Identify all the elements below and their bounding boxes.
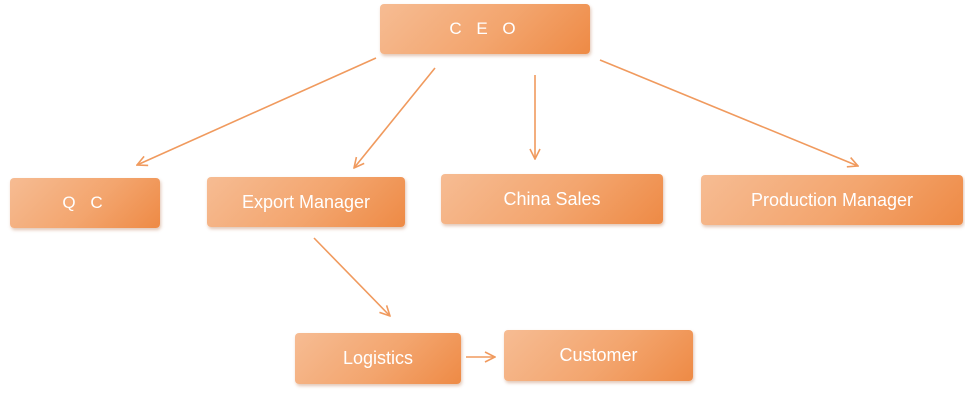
node-production-manager-label: Production Manager [750, 189, 914, 210]
node-customer-label: Customer [559, 345, 638, 365]
node-ceo: C E O [380, 4, 590, 54]
node-china-sales-label: China Sales [503, 188, 601, 209]
edge-ceo-to-qc [137, 57, 377, 165]
node-export-manager: Export Manager [207, 177, 405, 227]
node-logistics: Logistics [295, 333, 461, 384]
edge-ceo-to-production [599, 59, 858, 166]
edge-export-to-logistics [313, 237, 390, 316]
node-qc: Q C [10, 178, 160, 228]
node-ceo-label: C E O [449, 19, 521, 38]
node-logistics-label: Logistics [342, 348, 414, 368]
edge-ceo-to-export [354, 67, 436, 168]
node-qc-label: Q C [62, 193, 108, 212]
node-export-manager-label: Export Manager [241, 191, 371, 212]
node-customer: Customer [504, 330, 693, 381]
node-china-sales: China Sales [441, 174, 663, 224]
node-production-manager: Production Manager [701, 175, 963, 225]
